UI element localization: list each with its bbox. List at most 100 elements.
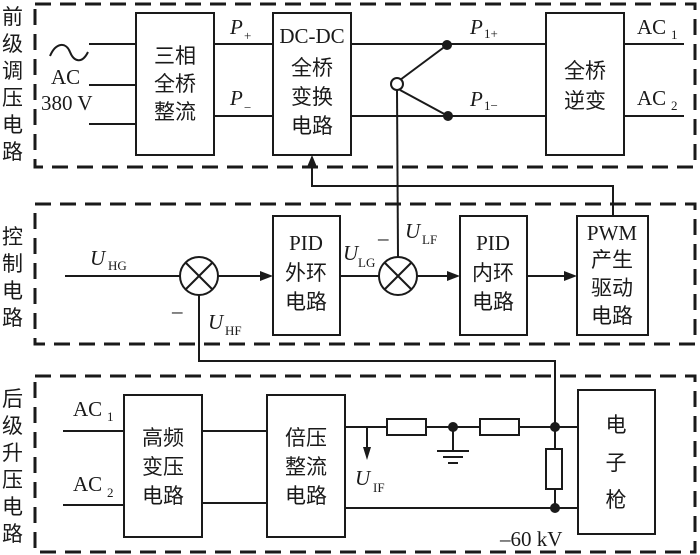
label-char: 路 [2,306,23,330]
label-char: 前 [2,5,23,29]
label-char: 电 [2,495,23,519]
p1-minus-label: P [469,87,483,111]
label-char: 压 [2,468,23,492]
block-text: 电路 [285,290,327,314]
pwm-drive-feedback-wire [311,163,614,216]
ac1-label: AC [637,15,666,39]
ac-source-label: AC [51,65,80,89]
three-phase-rectifier-block [135,12,215,156]
block-text: 电路 [285,484,327,508]
block-text: 电 [606,413,627,437]
u-lf-label: U [405,219,422,243]
p1-plus-sub: 1+ [484,26,498,41]
block-text: 产生 [591,248,633,272]
dcdc-converter-block [272,12,352,156]
block-text: 倍压 [285,426,327,450]
ac2-sub: 2 [671,98,678,113]
block-text: 电路 [142,484,184,508]
block-text: 电路 [291,114,333,138]
u-lf-sub: LF [422,232,437,247]
u-hf-label: U [208,310,225,334]
front-stage-frame [33,2,697,169]
label-char: 电 [2,279,23,303]
u-hg-label: U [90,246,107,270]
label-char: 压 [2,86,23,110]
block-text: 内环 [472,261,514,285]
ac2-label: AC [73,472,102,496]
control-label: 控 制 电 路 [2,225,23,330]
ac-sine-icon [49,44,89,62]
minus-sign: – [171,299,183,323]
label-char: 级 [2,32,23,56]
block-text: 整流 [285,455,327,479]
block-text: PWM [587,221,638,245]
block-text: PID [289,231,323,255]
label-char: 控 [2,225,23,249]
divider-leg-bottom [399,89,449,117]
sense-point-icon [390,77,404,91]
p-minus-sub: − [244,100,251,115]
u-hg-sub: HG [108,258,127,273]
block-text: 全桥 [154,72,196,96]
arrow-icon [564,271,577,281]
block-text: DC-DC [279,24,344,48]
ac2-label: AC [637,86,666,110]
u-lf-feedback-wire [396,89,399,258]
summing-junction-inner [378,256,418,296]
p1-minus-sub: 1− [484,98,498,113]
block-text: 外环 [285,261,327,285]
p-plus-sub: + [244,28,251,43]
label-char: 电 [2,113,23,137]
arrow-icon [447,271,460,281]
label-char: 级 [2,414,23,438]
pwm-driver-block [576,215,649,336]
u-hf-sub: HF [225,323,242,338]
front-stage-label: 前 级 调 压 电 路 [2,5,23,164]
label-char: 路 [2,140,23,164]
u-lg-sub: LG [358,255,375,270]
u-lg-label: U [343,241,360,265]
resistor-icon [545,448,563,490]
block-text: 驱动 [591,276,633,300]
label-char: 调 [2,59,23,83]
block-text: 整流 [154,100,196,124]
control-frame [33,202,697,346]
block-text: 全桥 [291,56,333,80]
ground-icon [437,427,469,464]
ac1-sub: 1 [671,27,678,42]
block-text: PID [476,231,510,255]
u-if-label: U [355,466,372,490]
arrow-icon [363,447,371,460]
rear-stage-label: 后 级 升 压 电 路 [2,387,23,546]
p-minus-label: P [229,86,243,110]
p1-plus-label: P [469,15,483,39]
block-text: 电路 [472,290,514,314]
divider-leg-top [399,44,448,81]
u-if-sub: IF [373,480,385,495]
block-text: 子 [606,451,627,475]
rear-stage-frame [33,374,697,554]
pid-inner-loop-block [459,215,528,336]
block-text: 变压 [142,455,184,479]
voltage-doubler-block [266,394,346,538]
arrow-icon [260,271,273,281]
resistor-icon [479,418,520,436]
label-char: 制 [2,252,23,276]
arrow-icon [307,155,317,167]
block-text: 枪 [606,488,627,512]
p-plus-label: P [229,15,243,39]
label-char: 后 [2,387,23,411]
output-voltage-label: –60 kV [499,527,562,551]
junction-dot [550,503,560,513]
block-text: 变换 [291,85,333,109]
ac1-sub: 1 [107,409,114,424]
label-char: 升 [2,441,23,465]
block-text: 高频 [142,426,184,450]
ac2-sub: 2 [107,485,114,500]
block-text: 电路 [591,304,633,328]
label-char: 路 [2,522,23,546]
block-text: 三相 [154,44,196,68]
block-text: 全桥 [564,59,606,83]
summing-junction-outer [179,256,219,296]
resistor-icon [386,418,427,436]
